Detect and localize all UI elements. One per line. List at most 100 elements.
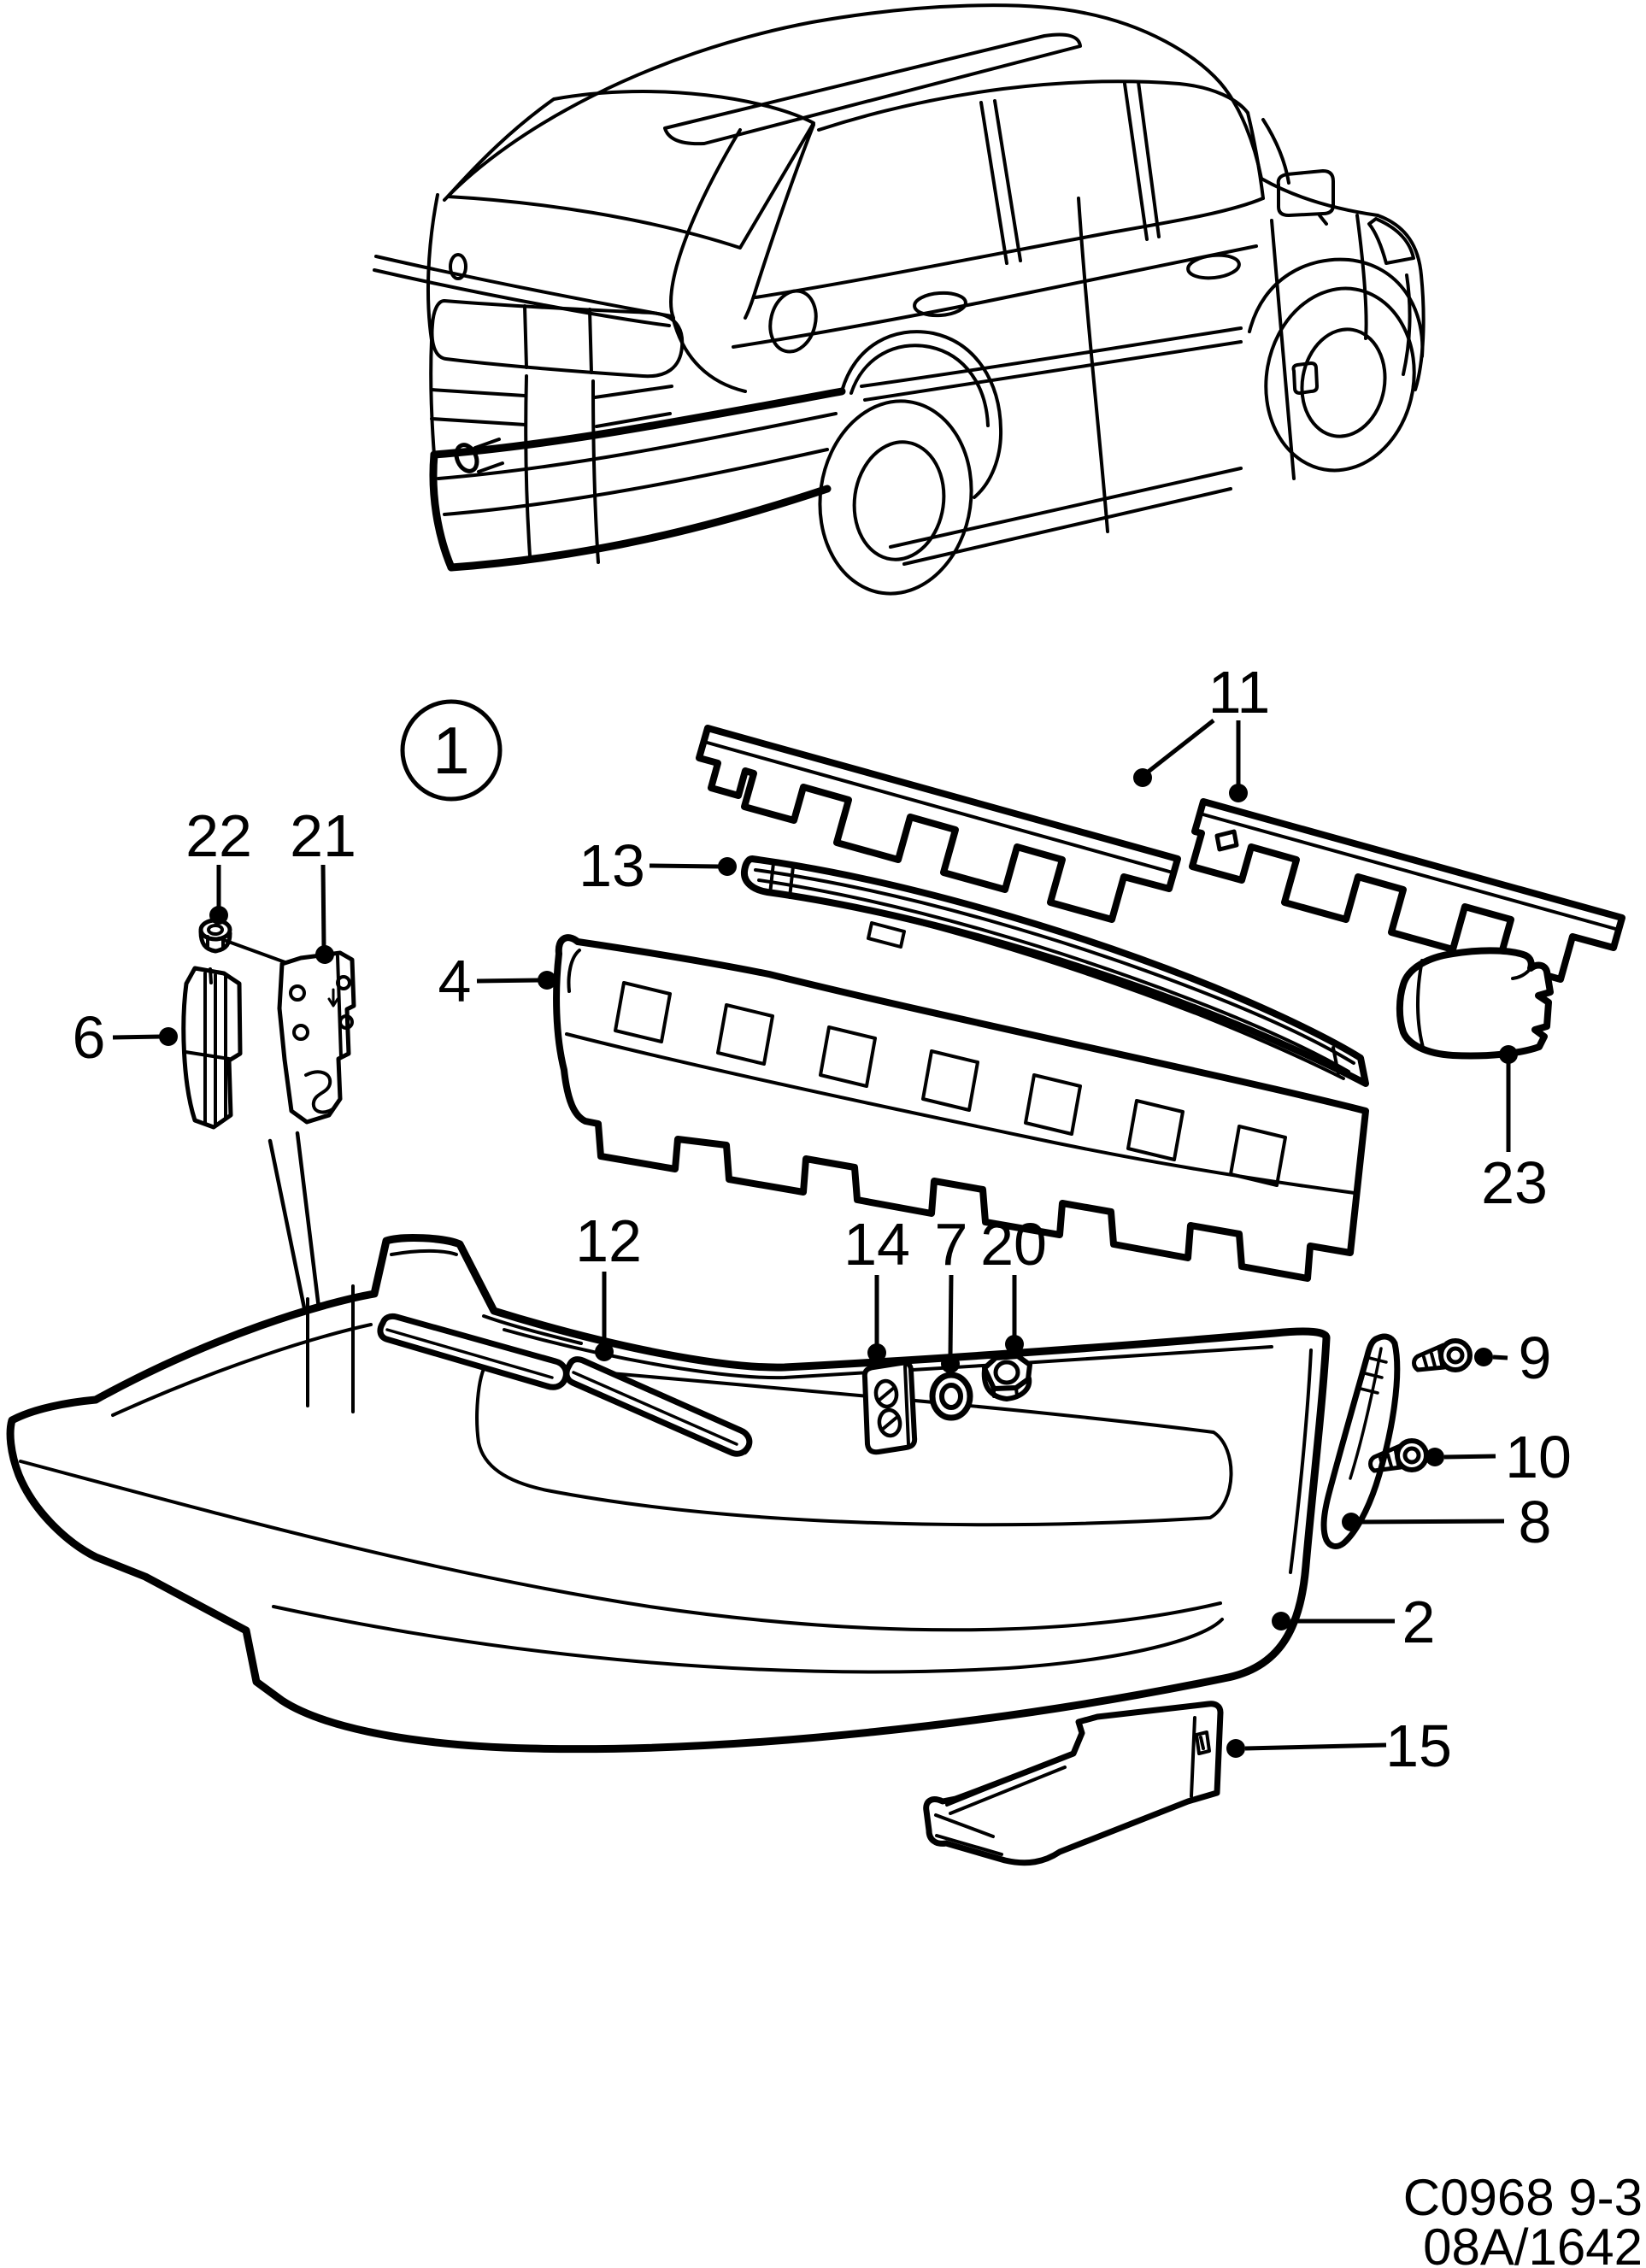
car-sunroof bbox=[663, 32, 1082, 146]
callout-14: 14 bbox=[844, 1211, 910, 1278]
car-side-molding bbox=[860, 326, 1243, 402]
callout-22: 22 bbox=[185, 802, 252, 869]
callout-9-leader-1 bbox=[1492, 1354, 1508, 1360]
bracket21-hole-2 bbox=[292, 1024, 309, 1041]
impact-strip-left-ridge bbox=[702, 740, 1174, 874]
bracket15-end-details bbox=[934, 1813, 1003, 1856]
car-door-handle-rear bbox=[913, 291, 967, 318]
car-illustration bbox=[373, 3, 1426, 596]
screw10-shank bbox=[1368, 1443, 1403, 1473]
plate14-hole-2 bbox=[877, 1407, 902, 1438]
doc-code-line2: 08A/1642 bbox=[1423, 2218, 1643, 2268]
plate14-fold bbox=[903, 1365, 910, 1446]
callout-15-dot-1 bbox=[1226, 1739, 1245, 1758]
part-4-energy-absorber bbox=[553, 934, 1369, 1282]
bumper-crease-2 bbox=[272, 1605, 1224, 1674]
car-spoiler-lip bbox=[373, 255, 673, 327]
bracket21-fold bbox=[336, 955, 343, 1059]
plate14-slot-2 bbox=[880, 1415, 899, 1431]
bracket15-outline bbox=[923, 1701, 1224, 1866]
bumper-mount-area-lines bbox=[306, 1284, 355, 1413]
part-7-washer bbox=[929, 1372, 973, 1421]
callout-13: 13 bbox=[579, 832, 645, 899]
doc-code-line1: C0968 9-3 bbox=[1403, 2169, 1643, 2226]
callout-10-dot-1 bbox=[1426, 1448, 1444, 1466]
car-exhaust-tip bbox=[454, 443, 479, 473]
part-20-nut bbox=[981, 1354, 1032, 1401]
part-21-bracket bbox=[277, 950, 356, 1125]
car-bumper-top-edge bbox=[430, 387, 846, 459]
car-rear-face-lines bbox=[430, 385, 673, 428]
bumper-pocket-inner-line bbox=[503, 1328, 1273, 1380]
endcap-hook-line bbox=[1511, 967, 1532, 980]
callout-14-dot-1 bbox=[867, 1343, 886, 1362]
screw9-head-inner bbox=[1446, 1346, 1465, 1365]
screw9-threads bbox=[1422, 1348, 1443, 1371]
assembly-marker: 1 bbox=[400, 699, 503, 802]
part-14-clip-plate bbox=[861, 1360, 918, 1455]
car-rear-rim bbox=[852, 440, 946, 561]
car-front-face bbox=[1376, 214, 1426, 391]
car-front-door-seam bbox=[1270, 219, 1296, 480]
car-license-housing bbox=[524, 374, 600, 564]
callout-21-dot-1 bbox=[315, 945, 334, 964]
callout-10: 10 bbox=[1505, 1424, 1572, 1490]
car-fender-seam bbox=[1355, 214, 1368, 340]
car-taillight-dividers bbox=[523, 304, 593, 374]
bracket21-outline bbox=[277, 950, 356, 1125]
callout-21: 21 bbox=[290, 802, 356, 869]
bumper-top-inner-line bbox=[111, 1323, 373, 1417]
car-rear-wheel-arch bbox=[840, 330, 1003, 499]
callout-9: 9 bbox=[1519, 1325, 1552, 1391]
part-11-impact-strip-left bbox=[696, 725, 1181, 923]
car-hatch-lock bbox=[449, 253, 467, 280]
callout-2-dot-1 bbox=[1272, 1612, 1290, 1630]
screw10-threads bbox=[1379, 1449, 1400, 1472]
callout-23: 23 bbox=[1481, 1149, 1548, 1216]
trim12-left-line bbox=[385, 1328, 554, 1379]
absorber-horn-line bbox=[567, 949, 581, 993]
car-cowl-hood bbox=[1260, 177, 1379, 217]
bar-end-cap bbox=[1331, 1046, 1340, 1075]
impact-strip-right-ridge bbox=[1198, 812, 1620, 931]
car-bumper-left-edge bbox=[429, 450, 456, 572]
car-rear-door-seam bbox=[1077, 197, 1109, 533]
nut22-hole bbox=[207, 924, 224, 936]
callout-4-dot-1 bbox=[538, 971, 556, 990]
car-front-wheel-arch bbox=[1248, 257, 1425, 358]
part-6-bracket bbox=[181, 966, 243, 1130]
trim12-right-line bbox=[572, 1371, 738, 1446]
washer7-outer bbox=[929, 1372, 973, 1421]
callout-22-dot-1 bbox=[209, 906, 228, 925]
assembly-marker-number: 1 bbox=[432, 713, 469, 788]
part-9-screw bbox=[1412, 1338, 1473, 1372]
bumper-crease-1 bbox=[19, 1460, 1222, 1632]
callout-13-dot-1 bbox=[718, 857, 737, 876]
car-b-pillar-rear bbox=[979, 99, 1022, 265]
car-taillight-band bbox=[430, 299, 685, 379]
part-13-reinforcement-bar bbox=[740, 855, 1369, 1087]
callout-7-dot-1 bbox=[941, 1354, 960, 1373]
callout-4-leader-1 bbox=[476, 978, 540, 984]
exploded-parts bbox=[6, 725, 1625, 1866]
callout-6: 6 bbox=[73, 1004, 106, 1071]
callout-11-dot-1 bbox=[1133, 768, 1152, 787]
car-fuel-door bbox=[768, 289, 818, 354]
callout-8-dot-1 bbox=[1342, 1513, 1361, 1531]
impact-strip-left-outline bbox=[696, 725, 1181, 923]
callout-20-dot-1 bbox=[1005, 1335, 1024, 1354]
bracket6-outline bbox=[181, 966, 243, 1130]
car-roofline bbox=[443, 3, 1263, 202]
callout-8: 8 bbox=[1519, 1489, 1552, 1555]
bracket21-hole-1 bbox=[289, 984, 306, 1002]
bracket21-arrow bbox=[327, 988, 339, 1008]
car-side-repeater bbox=[1291, 361, 1319, 395]
impact-strip-right-hole bbox=[1214, 829, 1239, 852]
callout-15: 15 bbox=[1385, 1713, 1452, 1779]
document-code: C0968 9-3 08A/1642 bbox=[1403, 2169, 1643, 2268]
callout-12-dot-1 bbox=[595, 1343, 614, 1361]
car-rear-arch-lip bbox=[849, 344, 990, 427]
bracket15-rails bbox=[945, 1757, 1067, 1815]
callout-21-leader-1 bbox=[320, 864, 326, 949]
